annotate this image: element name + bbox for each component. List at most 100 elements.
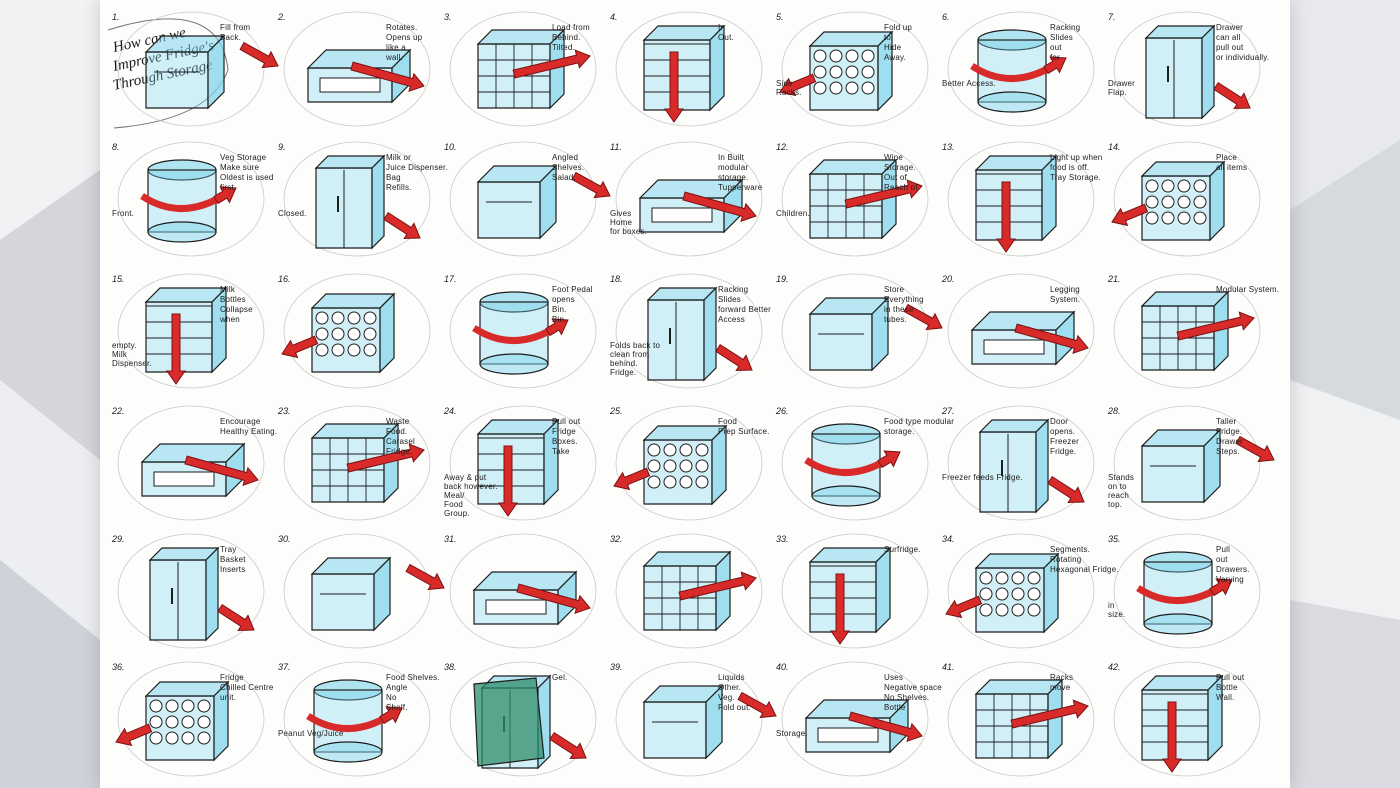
sketch-note: Door (1050, 417, 1068, 426)
sketch-note: out (1216, 555, 1228, 564)
sketch-note: Place (1216, 153, 1237, 162)
sketch-note: Waste (386, 417, 410, 426)
sketch-32: 32. (610, 533, 763, 649)
sketch-note: or individually. (1216, 53, 1269, 62)
sketch-note: Side (776, 79, 793, 88)
sketch-note: Bottle (1216, 683, 1238, 692)
sketch-note: Gives (610, 209, 631, 218)
sketch-number: 10. (444, 142, 457, 152)
sketch-number: 16. (278, 274, 291, 284)
sketch-number: 1. (112, 12, 120, 22)
sketch-note: Out. (718, 33, 734, 42)
sketch-number: 21. (1107, 274, 1121, 284)
sketch-11: 11.In Builtmodularstorage.TupperwareGive… (610, 141, 763, 257)
sketch-note: Boxes. (552, 437, 578, 446)
sketch-number: 31. (444, 534, 457, 544)
sketch-note: Fridge. (1216, 427, 1242, 436)
sketch-note: Racks. (776, 88, 802, 97)
sketch-note: back however. (444, 482, 498, 491)
sketch-note: for boxes. (610, 227, 647, 236)
sketch-note: behind. (610, 359, 638, 368)
sketch-note: Liquids (718, 673, 745, 682)
sketch-number: 26. (775, 406, 789, 416)
sketch-number: 29. (111, 534, 125, 544)
sketch-number: 23. (277, 406, 291, 416)
sketch-note: Light up when (1050, 153, 1102, 162)
sketch-number: 4. (610, 12, 618, 22)
sketch-note: Reach of (884, 183, 918, 192)
sketch-note: Folds back to (610, 341, 661, 350)
sketch-number: 11. (610, 142, 622, 152)
sketch-note: Bin. (552, 315, 567, 324)
sketch-note: when (219, 315, 240, 324)
sketch-note: Pull out (552, 417, 581, 426)
sketch-note: Flap. (1108, 88, 1127, 97)
sketch-note: in these (884, 305, 914, 314)
sketch-note: Prep Surface. (718, 427, 770, 436)
sketch-note: Children. (776, 209, 810, 218)
sketch-note: storage. (718, 173, 749, 182)
sketch-note: all items (1216, 163, 1247, 172)
sketch-note: Drawer (1216, 437, 1243, 446)
sketch-note: Steps. (1216, 447, 1240, 456)
sketch-number: 27. (941, 406, 955, 416)
sketch-16: 16. (278, 273, 431, 389)
sketch-number: 25. (609, 406, 623, 416)
sketch-note: Meal/ (444, 491, 465, 500)
sketch-note: Collapse (220, 305, 253, 314)
sketch-note: Pull (1216, 545, 1230, 554)
sketch-33: 33.Surfridge. (776, 533, 929, 649)
sketch-note: opens (552, 295, 575, 304)
sketch-number: 34. (942, 534, 955, 544)
sketch-15: 15.MilkBottlesCollapsewhenempty.MilkDisp… (112, 273, 265, 389)
sketch-note: Uses (884, 673, 903, 682)
sketch-note: Load from (552, 23, 590, 32)
sketch-note: in (1108, 601, 1115, 610)
sketch-number: 32. (610, 534, 623, 544)
sketch-note: Juice Dispenser. (386, 163, 448, 172)
sketch-note: Veg Storage (220, 153, 267, 162)
sketch-note: like a (386, 43, 406, 52)
sketch-note: Bottles (220, 295, 246, 304)
sketch-note: Wall. (1216, 693, 1234, 702)
sketch-note: Food Shelves. (386, 673, 440, 682)
sketch-note: Access (718, 315, 745, 324)
sketch-note: Closed. (278, 209, 307, 218)
sketch-note: Store (884, 285, 904, 294)
sketch-note: food is off. (1050, 163, 1089, 172)
sketch-number: 20. (941, 274, 955, 284)
sketch-note: Milk or (386, 153, 411, 162)
sketch-note: Fridge. (386, 447, 412, 456)
sketch-number: 40. (776, 662, 789, 672)
sketch-number: 41. (942, 662, 955, 672)
sketch-note: on to (1108, 482, 1127, 491)
sketch-note: Foot Pedal (552, 285, 593, 294)
sketch-note: Racking (1050, 23, 1080, 32)
sketch-38: 38.Gel. (444, 661, 597, 777)
sketch-note: Away. (884, 53, 906, 62)
sketch-note: Better Access. (942, 79, 996, 88)
sketch-note: Bottle (884, 703, 906, 712)
sketch-note: Take (552, 447, 570, 456)
sketch-note: to (884, 33, 891, 42)
sketch-number: 19. (776, 274, 789, 284)
sketch-number: 28. (1107, 406, 1121, 416)
sketch-note: In Built (718, 153, 745, 162)
